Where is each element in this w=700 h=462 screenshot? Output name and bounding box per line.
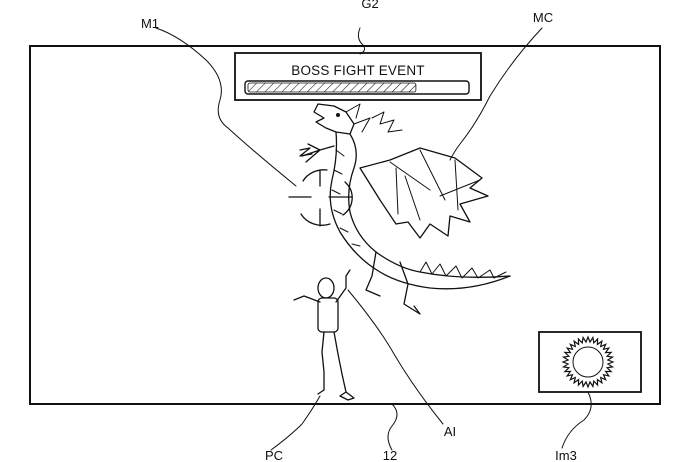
game-screen: [29, 45, 661, 405]
player-character: [293, 269, 355, 401]
label-g2: G2: [361, 0, 378, 11]
boss-fight-event-panel: BOSS FIGHT EVENT: [234, 52, 482, 101]
label-ai: AI: [444, 424, 456, 439]
dragon-boss-character: [299, 103, 511, 315]
leader-lines: [155, 27, 592, 451]
label-im3: Im3: [555, 448, 577, 462]
label-screen: 12: [383, 448, 397, 462]
label-pc: PC: [265, 448, 283, 462]
label-mc: MC: [533, 10, 553, 25]
target-marker: [288, 169, 353, 227]
image-panel: [538, 331, 642, 393]
label-m1: M1: [141, 16, 159, 31]
boss-health-fill: [247, 82, 417, 93]
event-title: BOSS FIGHT EVENT: [291, 63, 424, 78]
